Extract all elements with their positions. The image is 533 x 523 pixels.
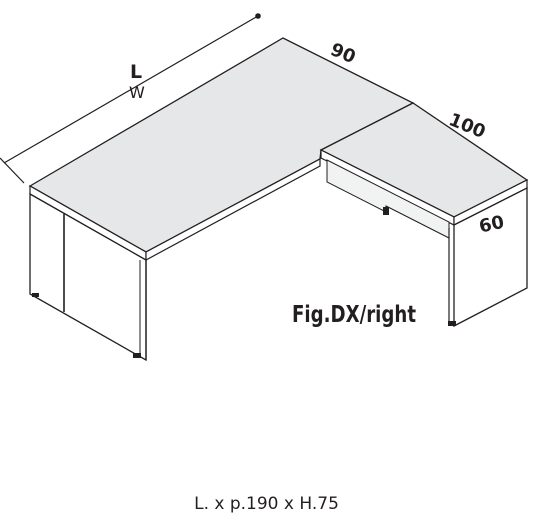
- length-dimension-line: [0, 13, 261, 184]
- figure-label: Fig.DX/right: [292, 302, 416, 328]
- main-desktop-side-edge: [145, 157, 321, 262]
- width-label: W: [129, 83, 145, 102]
- return-modesty-panel: [326, 159, 450, 239]
- return-depth-label: 60: [477, 212, 506, 238]
- right-end-panel: [453, 186, 528, 328]
- dimensions-caption: L. x p.190 x H.75: [194, 494, 339, 514]
- left-foot-front: [133, 353, 141, 358]
- left-foot-back: [32, 293, 39, 297]
- right-foot: [448, 321, 456, 326]
- length-label: L: [130, 61, 142, 83]
